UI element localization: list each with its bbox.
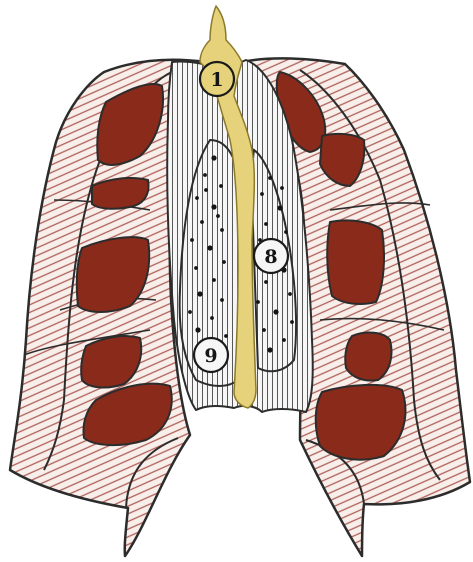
lung-dot xyxy=(262,328,266,332)
lung-dot xyxy=(204,188,208,192)
lung-dot xyxy=(207,245,212,250)
lung-dot xyxy=(256,300,260,304)
lung-dot xyxy=(277,205,282,210)
lung-dot xyxy=(210,316,214,320)
lung-dot xyxy=(190,238,194,242)
label-8-text: 8 xyxy=(264,246,277,268)
lung-dot xyxy=(188,310,192,314)
lung-dot xyxy=(203,173,207,177)
lung-dot xyxy=(264,222,268,226)
lung-dot xyxy=(197,291,202,296)
lung-dot xyxy=(268,176,272,180)
lung-dot xyxy=(200,220,204,224)
lung-dot xyxy=(211,204,216,209)
label-8: 8 xyxy=(254,239,288,273)
lung-dot xyxy=(220,228,224,232)
label-9-text: 9 xyxy=(204,345,217,367)
lung-dot xyxy=(212,278,216,282)
lung-dot xyxy=(280,186,284,190)
lung-dot xyxy=(220,298,224,302)
lung-dot xyxy=(267,347,272,352)
lung-dot xyxy=(273,309,278,314)
lung-dot xyxy=(284,230,288,234)
lung-dot xyxy=(194,266,198,270)
lung-dot xyxy=(211,155,216,160)
lung-dot xyxy=(288,292,292,296)
lung-dot xyxy=(260,192,264,196)
lung-dot xyxy=(224,334,228,338)
lung-dot xyxy=(219,184,223,188)
lung-dot xyxy=(216,214,220,218)
label-9: 9 xyxy=(194,338,228,372)
lung-dot xyxy=(282,338,286,342)
label-1-text: 1 xyxy=(210,69,223,91)
lung-dot xyxy=(264,280,268,284)
lung-dot xyxy=(195,196,199,200)
lung-dot xyxy=(290,320,294,324)
lung-dot xyxy=(222,260,226,264)
label-1: 1 xyxy=(200,62,234,96)
lung-dot xyxy=(195,327,200,332)
